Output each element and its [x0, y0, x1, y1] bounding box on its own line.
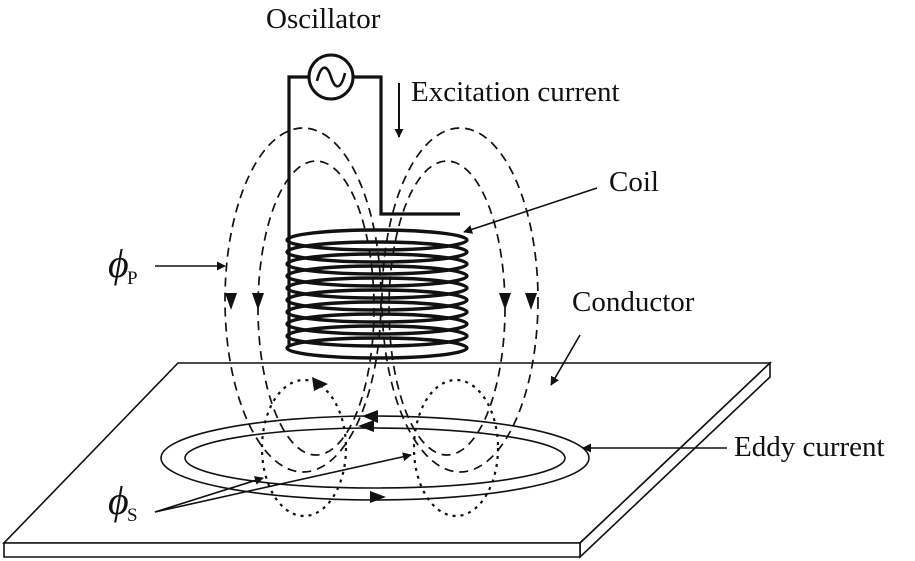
excitation-current-label: Excitation current [411, 76, 620, 108]
phi-s-pointer-arrow-1 [154, 476, 264, 513]
oscillator-source-icon [307, 53, 355, 101]
primary-flux-loop-left-outer [224, 127, 382, 473]
eddy-direction-arrows [312, 377, 386, 503]
flux-direction-arrows [225, 293, 537, 310]
conductor-plate [2, 361, 773, 559]
coil-pointer-arrow [463, 187, 598, 234]
lead-wires [287, 75, 460, 345]
phi-s-pointer-arrow-2 [154, 452, 412, 513]
svg-text:ϕ: ϕ [108, 478, 129, 523]
primary-flux-loop-right-outer [381, 127, 539, 473]
conductor-pointer-arrow [550, 334, 581, 386]
phi-p-label: ϕ P [108, 241, 138, 289]
eddy-current-label: Eddy current [734, 431, 885, 463]
secondary-flux-loops [260, 378, 500, 518]
conductor-label: Conductor [572, 286, 695, 318]
svg-text:P: P [127, 268, 138, 289]
oscillator-label: Oscillator [266, 3, 381, 35]
coil-label: Coil [609, 166, 659, 198]
secondary-flux-loop-right [412, 378, 500, 518]
secondary-flux-loop-left [260, 378, 348, 518]
coil [285, 228, 469, 360]
phi-s-label: ϕ S [108, 478, 138, 526]
svg-text:ϕ: ϕ [108, 241, 129, 286]
svg-text:S: S [127, 505, 138, 526]
